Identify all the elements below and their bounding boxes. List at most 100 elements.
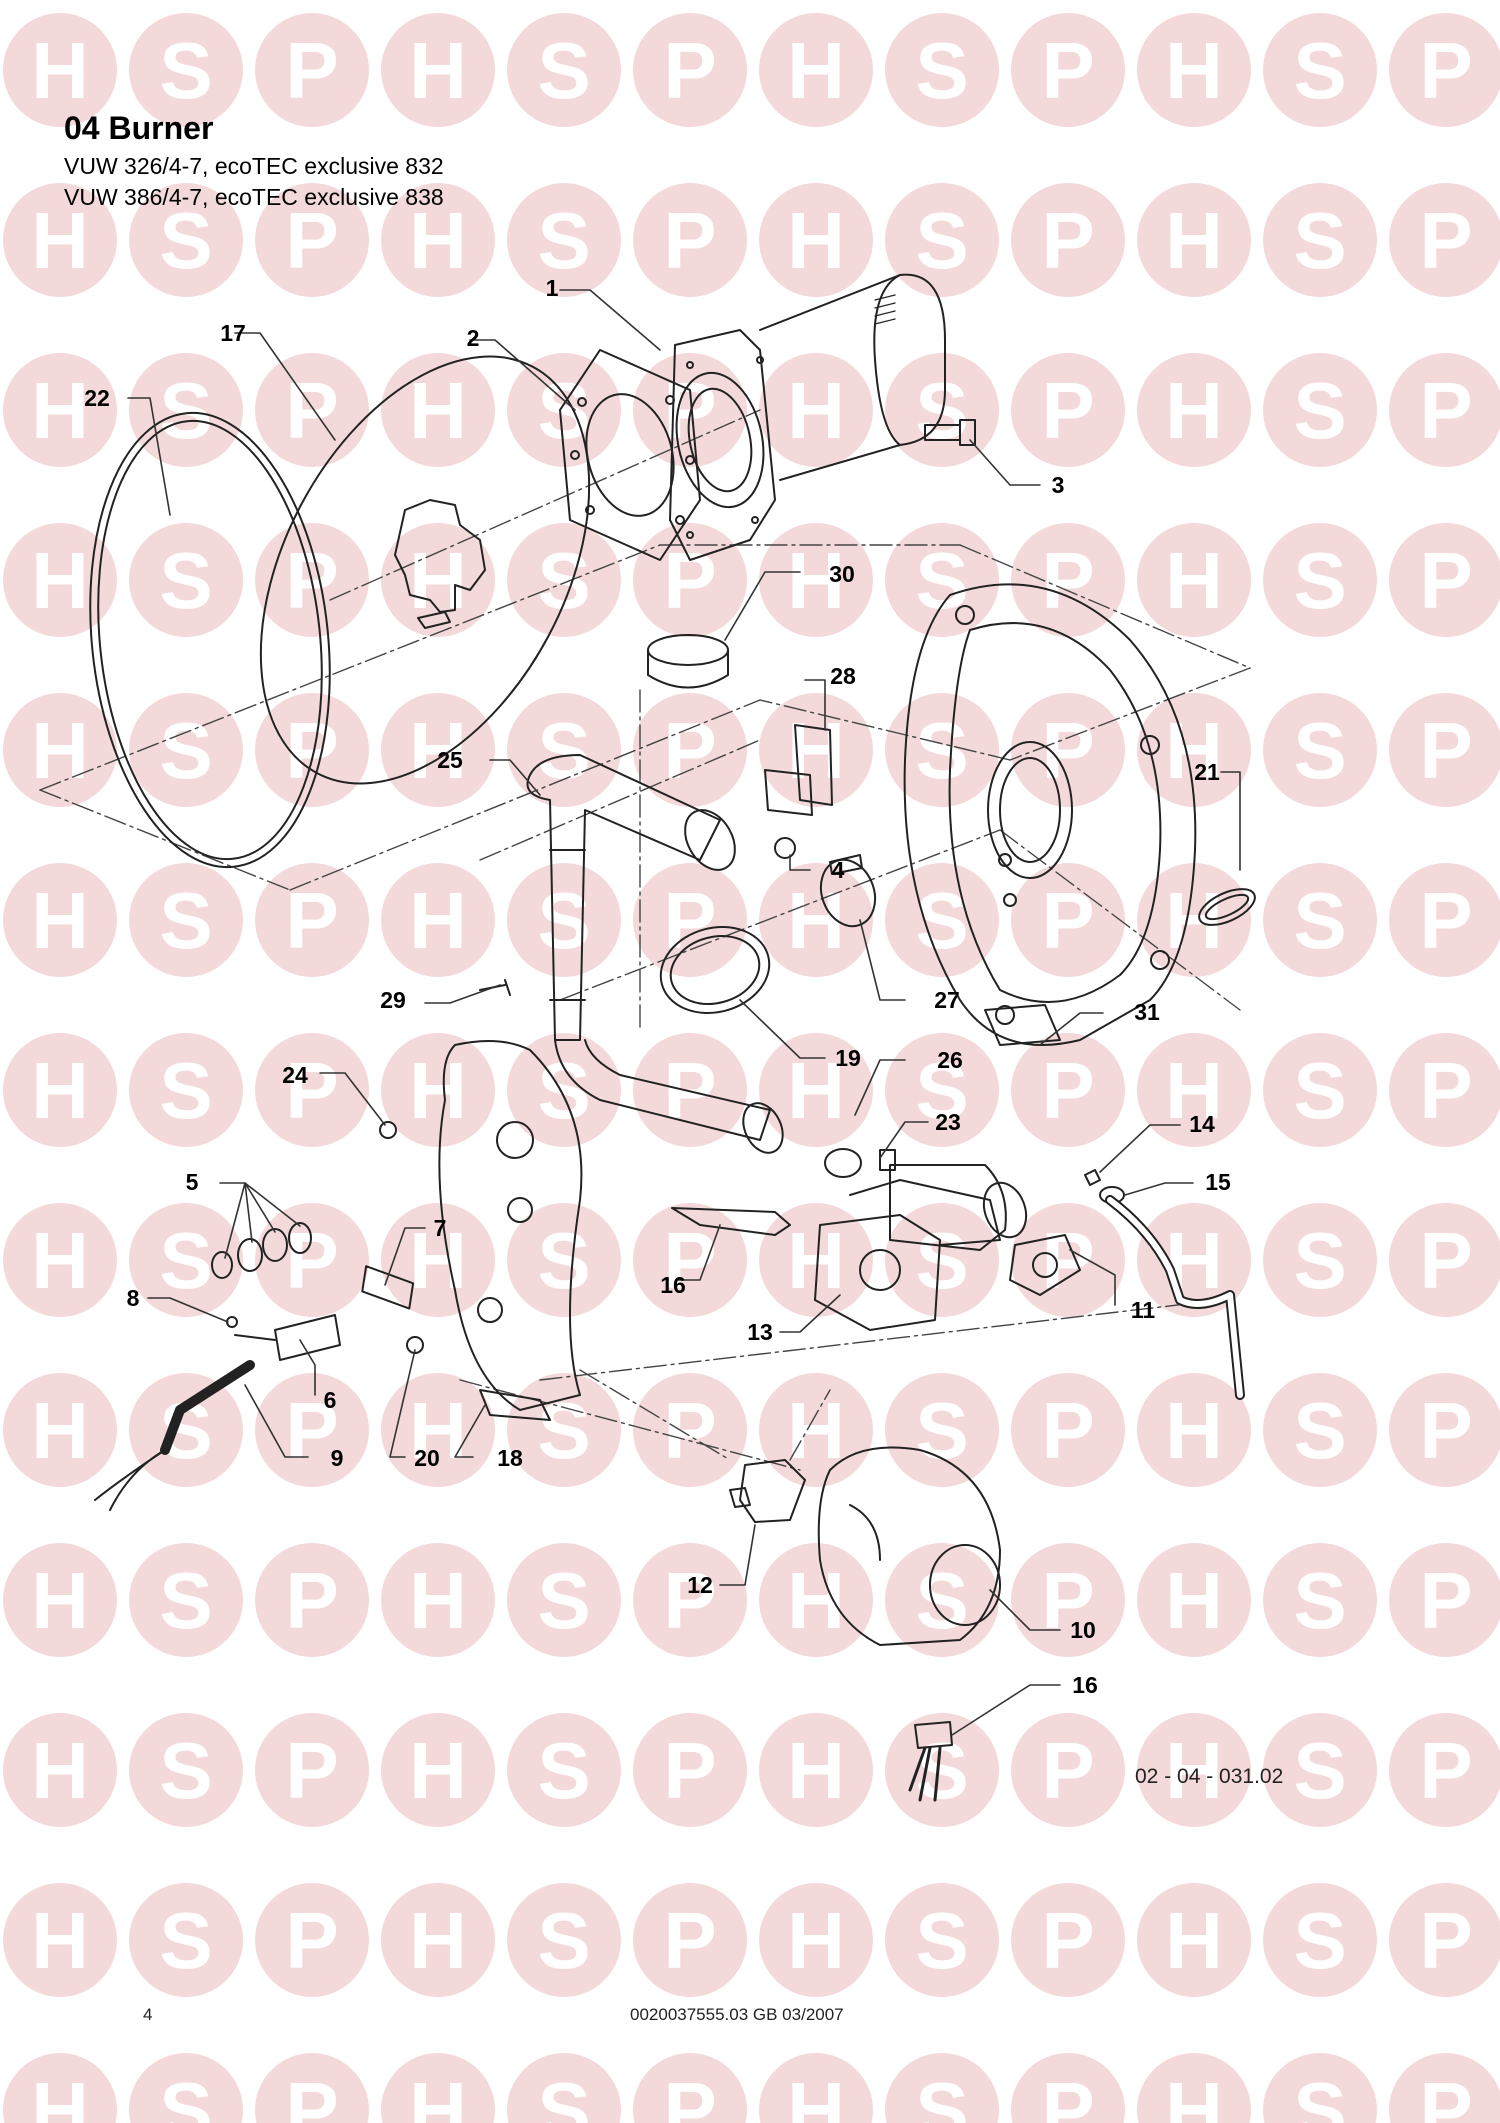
watermark-tile: P [255, 1033, 369, 1147]
gas-pipe-part [1084, 1169, 1245, 1400]
svg-text:P: P [1041, 2066, 1094, 2123]
svg-text:P: P [1419, 1896, 1472, 1985]
watermark-tile: H [3, 1543, 117, 1657]
seal-ring-part [659, 926, 771, 1014]
svg-text:P: P [285, 2066, 338, 2123]
svg-text:P: P [663, 876, 716, 965]
watermark-tile: S [1263, 1373, 1377, 1487]
svg-text:P: P [1419, 1556, 1472, 1645]
watermark-tile: H [3, 13, 117, 127]
watermark-tile: S [885, 1373, 999, 1487]
callout-4: 4 [832, 857, 845, 883]
watermark-tile: S [129, 1203, 243, 1317]
page-number: 4 [143, 2005, 153, 2024]
svg-text:H: H [409, 1896, 467, 1985]
svg-text:H: H [787, 1726, 845, 1815]
svg-text:H: H [1165, 366, 1223, 455]
svg-text:H: H [31, 2066, 89, 2123]
svg-text:S: S [1293, 536, 1346, 625]
watermark-tile: P [1011, 863, 1125, 977]
svg-text:H: H [1165, 536, 1223, 625]
callout-12: 12 [687, 1572, 713, 1598]
manifold-part [438, 1040, 583, 1421]
svg-text:P: P [1419, 876, 1472, 965]
watermark-tile: H [3, 2053, 117, 2123]
watermark-tile: H [1137, 863, 1251, 977]
callout-numbers: 1 2 3 4 5 6 7 8 9 10 11 12 13 14 15 16 1… [84, 275, 1231, 1698]
callout-24: 24 [282, 1062, 308, 1088]
watermark-tile: S [885, 2053, 999, 2123]
svg-text:P: P [285, 1216, 338, 1305]
svg-text:P: P [1041, 1046, 1094, 1135]
callout-30: 30 [829, 561, 855, 587]
callout-6: 6 [324, 1387, 337, 1413]
watermark-tile: P [1011, 523, 1125, 637]
svg-text:H: H [409, 1386, 467, 1475]
svg-text:H: H [31, 536, 89, 625]
watermark-tile: P [1389, 1713, 1500, 1827]
watermark-tile: H [381, 1883, 495, 1997]
svg-text:P: P [285, 706, 338, 795]
svg-text:S: S [537, 1386, 590, 1475]
svg-text:H: H [1165, 876, 1223, 965]
svg-text:P: P [1419, 2066, 1472, 2123]
watermark-tile: H [3, 1713, 117, 1827]
watermark-tile: S [885, 1543, 999, 1657]
watermark-tile: S [507, 1543, 621, 1657]
svg-text:P: P [1419, 366, 1472, 455]
svg-text:S: S [537, 196, 590, 285]
watermark-tile: H [759, 183, 873, 297]
watermark-tile: P [1011, 1713, 1125, 1827]
svg-text:H: H [31, 876, 89, 965]
watermark-tile: H [381, 1203, 495, 1317]
svg-text:P: P [285, 1386, 338, 1475]
svg-text:H: H [31, 1896, 89, 1985]
svg-text:S: S [1293, 196, 1346, 285]
svg-text:S: S [1293, 1386, 1346, 1475]
watermark-tile: S [507, 2053, 621, 2123]
callout-20: 20 [414, 1445, 440, 1471]
watermark-tile: S [1263, 183, 1377, 297]
svg-text:P: P [1419, 26, 1472, 115]
svg-text:P: P [1419, 196, 1472, 285]
watermark-tile: S [1263, 523, 1377, 637]
watermark-tile: H [381, 1033, 495, 1147]
svg-text:H: H [31, 196, 89, 285]
callout-29: 29 [380, 987, 406, 1013]
svg-text:H: H [409, 1556, 467, 1645]
svg-text:S: S [1293, 2066, 1346, 2123]
watermark-tile: H [381, 863, 495, 977]
watermark-tile: S [129, 183, 243, 297]
watermark-tile: P [1011, 353, 1125, 467]
svg-text:H: H [409, 2066, 467, 2123]
watermark-tile: P [1011, 1203, 1125, 1317]
watermark-tile: P [255, 13, 369, 127]
svg-text:S: S [915, 196, 968, 285]
svg-text:P: P [663, 1386, 716, 1475]
svg-text:S: S [159, 196, 212, 285]
watermark-tile: H [1137, 1373, 1251, 1487]
watermark-tile: S [129, 1883, 243, 1997]
gas-valve-part [814, 1179, 1001, 1331]
watermark-tile: H [3, 1033, 117, 1147]
svg-text:H: H [787, 536, 845, 625]
svg-text:S: S [537, 1726, 590, 1815]
callout-27: 27 [934, 987, 960, 1013]
watermark-tile: H [759, 1033, 873, 1147]
watermark-tile: S [507, 183, 621, 297]
svg-text:P: P [1419, 1216, 1472, 1305]
callout-16a: 16 [660, 1272, 686, 1298]
watermark-tile: H [759, 13, 873, 127]
watermark-tile: P [255, 1883, 369, 1997]
svg-text:H: H [409, 1216, 467, 1305]
svg-text:H: H [1165, 1046, 1223, 1135]
watermark-tile: S [507, 1373, 621, 1487]
svg-text:P: P [1041, 196, 1094, 285]
watermark-tile: H [381, 1713, 495, 1827]
callout-17: 17 [220, 320, 246, 346]
watermark-tile: H [3, 1203, 117, 1317]
svg-text:H: H [31, 1726, 89, 1815]
watermark-tile: S [507, 1883, 621, 1997]
svg-text:P: P [1041, 1896, 1094, 1985]
watermark-tile: P [633, 1713, 747, 1827]
